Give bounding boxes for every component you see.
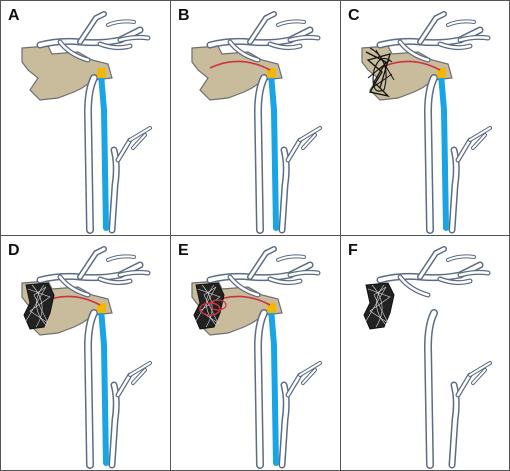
drainage-vein	[267, 303, 276, 463]
drainage-vein	[97, 68, 106, 228]
panel-f: F	[348, 242, 490, 465]
vessel-network	[380, 14, 490, 230]
panel-label: F	[348, 242, 358, 259]
coil-mass-dense	[363, 282, 395, 330]
panel-d: D	[8, 242, 150, 465]
vessel-network	[210, 14, 320, 230]
vessel-network	[380, 249, 490, 465]
catheter-loops	[199, 299, 227, 316]
vessel-network	[40, 249, 150, 465]
panel-label: E	[178, 242, 189, 259]
panel-b: B	[178, 7, 320, 230]
drainage-vein	[437, 68, 446, 228]
drainage-vein	[97, 303, 106, 463]
panel-label: B	[178, 7, 190, 24]
panel-a: A	[8, 7, 150, 230]
panel-e: E	[178, 242, 320, 465]
panel-label: C	[348, 7, 360, 24]
drainage-vein	[267, 68, 276, 228]
panel-label: A	[8, 7, 20, 24]
vessel-network	[40, 14, 150, 230]
panel-label: D	[8, 242, 20, 259]
panel-c: C	[348, 7, 490, 230]
vessel-network	[210, 249, 320, 465]
